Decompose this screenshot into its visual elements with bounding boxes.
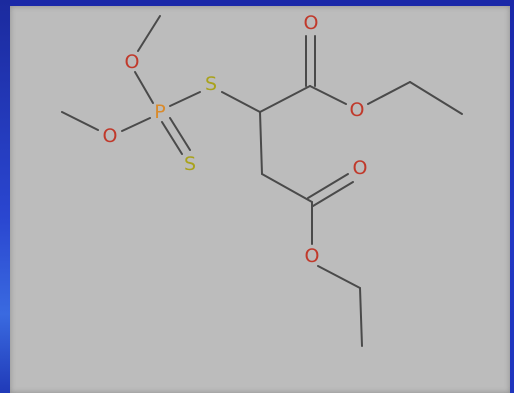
- atom-o-carbonyl-bottom: O: [353, 157, 368, 179]
- atom-o-methoxy-left: O: [103, 125, 118, 147]
- atom-s-thione: S: [184, 153, 196, 175]
- atom-p-center: P: [154, 101, 165, 123]
- structure-panel: O O P S S O O O O: [10, 6, 510, 393]
- atom-s-bridge: S: [205, 73, 217, 95]
- bond-c-o-bottom-b: [312, 181, 354, 207]
- bond-ch2-ch3-top: [409, 81, 463, 115]
- bond-ch2-ch3-bottom: [359, 287, 363, 347]
- bond-c-top-o-ester: [309, 85, 347, 105]
- bond-ch-ch2-down: [259, 111, 263, 175]
- bond-o-top-p: [134, 71, 154, 104]
- bond-o-ester-bottom-ch2: [317, 265, 361, 289]
- atom-o-methoxy-top: O: [125, 51, 140, 73]
- bond-s-ch: [221, 91, 261, 113]
- bond-methyl-o-left: [61, 111, 99, 131]
- bond-p-s-bridge: [169, 91, 201, 107]
- bond-c-o-bottom-a: [307, 173, 349, 199]
- atom-o-carbonyl-top: O: [304, 12, 319, 34]
- atom-labels: O O P S S O O O O: [103, 12, 368, 267]
- left-frame-strip: [0, 0, 10, 393]
- bond-p-s-thione-a: [161, 121, 183, 155]
- atom-o-ester-top: O: [350, 99, 365, 121]
- bond-o-ester-ch2: [367, 81, 411, 105]
- bond-p-s-thione-b: [169, 117, 191, 151]
- bonds: [61, 15, 463, 347]
- bond-ch2-c-bottom: [261, 173, 313, 203]
- molecule-structure: O O P S S O O O O: [61, 12, 463, 347]
- bond-methyl-o-top: [137, 15, 161, 52]
- bond-ch-c-top: [259, 85, 311, 113]
- atom-o-ester-bottom: O: [305, 245, 320, 267]
- bond-o-left-p: [121, 117, 151, 132]
